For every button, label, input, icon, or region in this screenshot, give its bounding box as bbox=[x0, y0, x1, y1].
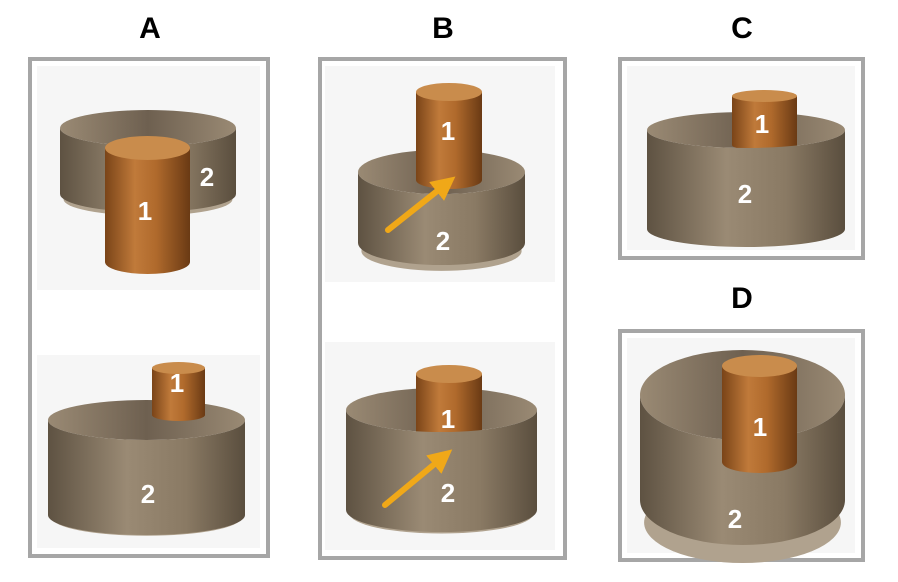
object-label-1: 1 bbox=[170, 368, 184, 398]
cylinder-body bbox=[105, 148, 190, 274]
object-label-2: 2 bbox=[200, 162, 214, 192]
object-label-2: 2 bbox=[441, 478, 455, 508]
object-label-2: 2 bbox=[728, 504, 742, 534]
ring-inner-wall bbox=[48, 400, 245, 440]
object-label-2: 2 bbox=[141, 479, 155, 509]
cylinder-body bbox=[152, 368, 205, 422]
object-label-1: 1 bbox=[755, 109, 769, 139]
object-label-2: 2 bbox=[738, 179, 752, 209]
object-label-2: 2 bbox=[436, 226, 450, 256]
panel-label-d: D bbox=[731, 282, 753, 315]
panel-label-a: A bbox=[139, 12, 161, 45]
ring-outer-wall bbox=[358, 172, 525, 265]
object-label-1: 1 bbox=[441, 404, 455, 434]
scene-a-2: 12 bbox=[37, 355, 260, 548]
cylinder-body bbox=[722, 366, 797, 473]
ring-outer-wall bbox=[647, 130, 845, 247]
scene-d-1: 12 bbox=[627, 338, 855, 563]
ring-inner-wall bbox=[60, 110, 236, 146]
scene-a-1: 12 bbox=[37, 66, 260, 290]
object-label-1: 1 bbox=[753, 412, 767, 442]
cylinder-top bbox=[152, 362, 205, 374]
yellow-arrow-icon bbox=[382, 449, 453, 508]
panel-b-frame bbox=[318, 57, 567, 560]
cylinder-top bbox=[722, 355, 797, 377]
cylinder-top bbox=[105, 136, 190, 160]
scene-b-2: 12 bbox=[325, 342, 555, 550]
cylinder-top bbox=[732, 90, 797, 102]
cylinder-body bbox=[416, 92, 482, 189]
panel-label-c: C bbox=[731, 12, 753, 45]
panel-a-frame bbox=[28, 57, 270, 558]
cylinder-top bbox=[416, 365, 482, 383]
object-label-1: 1 bbox=[441, 116, 455, 146]
cylinder-body bbox=[732, 96, 797, 151]
scene-c-1: 12 bbox=[627, 66, 855, 250]
yellow-arrow-icon bbox=[385, 176, 456, 233]
panel-c-frame bbox=[618, 57, 865, 260]
scene-b-1: 12 bbox=[325, 66, 555, 282]
object-label-1: 1 bbox=[138, 196, 152, 226]
cylinder-top bbox=[416, 83, 482, 101]
panel-label-b: B bbox=[432, 12, 454, 45]
ring-outer-wall bbox=[48, 420, 245, 535]
